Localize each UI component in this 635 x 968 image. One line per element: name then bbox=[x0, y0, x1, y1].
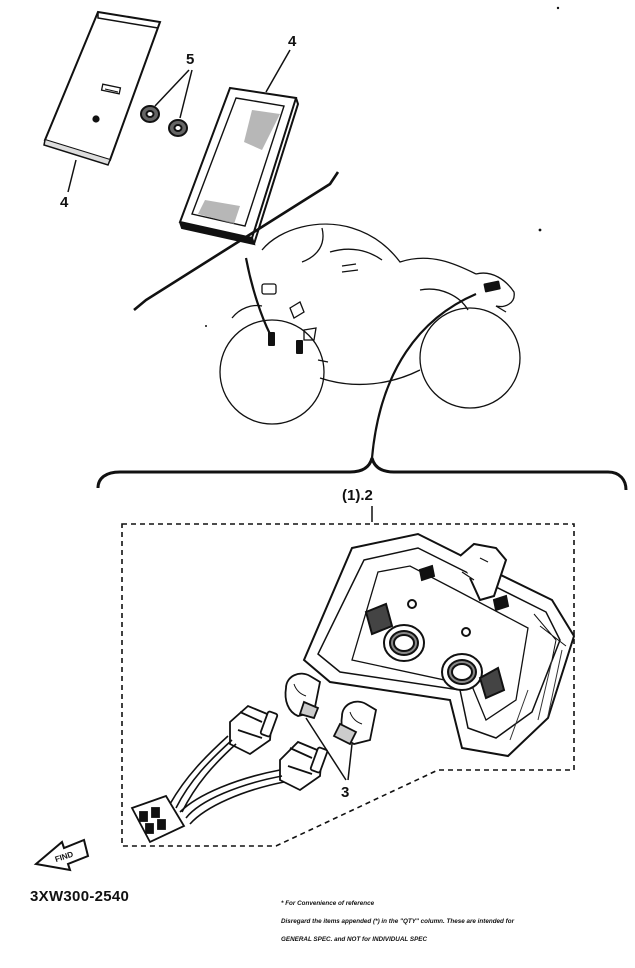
callout-lens-right: 4 bbox=[288, 33, 297, 50]
reflector-lens-left bbox=[43, 10, 162, 166]
assembly-dashed-frame bbox=[121, 523, 575, 847]
callout-nuts: 5 bbox=[186, 51, 194, 68]
leader-nut-1 bbox=[154, 69, 190, 107]
assembly-brace bbox=[96, 457, 628, 491]
leader-bulb-2 bbox=[347, 743, 353, 781]
bulb-upper bbox=[284, 672, 322, 720]
stray-dot bbox=[538, 228, 542, 232]
footnote-line-3: GENERAL SPEC. and NOT for INDIVIDUAL SPE… bbox=[281, 936, 428, 943]
nut-pair bbox=[140, 105, 188, 137]
callout-bulbs: 3 bbox=[341, 784, 349, 801]
footnote-line-1: * For Convenience of reference bbox=[281, 900, 375, 907]
tail-light-location-marks bbox=[268, 280, 501, 354]
connector-plug bbox=[130, 794, 186, 844]
reflector-lens-right bbox=[178, 86, 300, 246]
reference-code: 3XW300-2540 bbox=[30, 888, 130, 905]
footnotes: * For Convenience of reference Disregard… bbox=[281, 895, 621, 949]
leader-bike-to-assembly bbox=[370, 292, 477, 459]
find-arrow-icon: FIND bbox=[33, 838, 90, 872]
leader-lens-right bbox=[265, 49, 291, 93]
bulb-lower bbox=[332, 700, 378, 746]
callout-assembly: (1).2 bbox=[342, 487, 373, 504]
motorcycle-outline bbox=[219, 223, 521, 425]
leader-lens-to-bike bbox=[244, 257, 271, 335]
lens-group-bracket bbox=[133, 171, 340, 311]
socket-lower bbox=[279, 740, 329, 792]
footnote-line-2: Disregard the items appended (*) in the … bbox=[281, 918, 515, 925]
stray-dot bbox=[556, 6, 560, 10]
stray-dot bbox=[205, 325, 207, 327]
callout-lens-left: 4 bbox=[60, 194, 69, 211]
leader-nut-2 bbox=[179, 69, 193, 119]
leader-lens-left bbox=[67, 159, 77, 193]
tail-light-housing bbox=[302, 532, 576, 758]
socket-upper bbox=[229, 704, 279, 756]
wire-harness bbox=[169, 735, 285, 825]
